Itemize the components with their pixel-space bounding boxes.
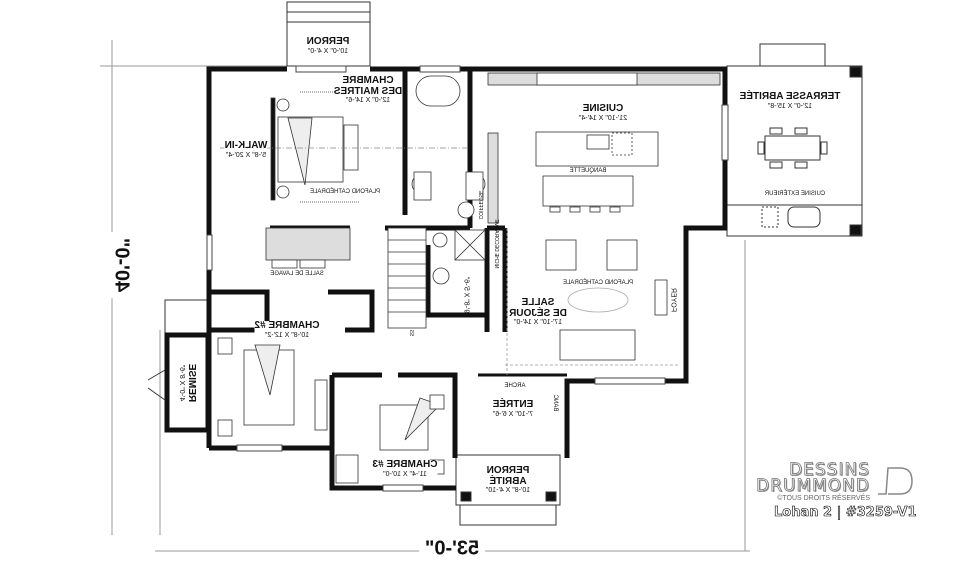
logo-line1: DESSINS [789,460,870,480]
terrasse [726,43,863,237]
room-dims: 17'-10" X 14'-0" [513,318,563,326]
room-name: REMISE [185,363,197,403]
label-bathroom-dims: 9'-8" X 5'-6" [462,276,470,314]
room-name: ENTRÉE [492,399,534,411]
room-dims: 10'-8" X 12'-2" [264,331,310,339]
room-dims: 5'-8" X 20'-4" [225,151,267,159]
note-banquette: BANQUETTE [569,167,607,175]
logo-d-mark-icon [878,467,913,495]
room-dims: 11'-4" X 10'-0" [383,470,427,478]
room-name: WALK-IN [224,140,268,152]
room-name: ABRITÉ [489,475,527,487]
remise [147,299,211,433]
room-name: CHAMBRE #2 [254,320,320,332]
room-name: TERRASSE ABRITÉE [739,91,841,103]
room-name: DE SÉJOUR [509,307,567,319]
note-coiffeuse: COIFFEUSE [477,190,483,220]
note-plafond-sejour: PLAFOND CATHÉDRALE [563,279,633,287]
walls [206,66,728,491]
room-name: PERRON [486,464,530,476]
dimension-width: 53'-0" [418,537,486,561]
note-banc: BANC [552,394,558,412]
room-name: SALLE [521,296,555,308]
room-name: CHAMBRE #3 [372,459,438,471]
note-stair: SS [408,329,414,337]
logo-line2: DRUMMOND [756,476,870,496]
note-arche: ARCHE [504,382,526,389]
perron [286,1,371,67]
plan-name: Lohan 2 | #3259-V1 [774,505,917,521]
room-dims: 7'-10" X 6'-6" [492,410,534,418]
note-plafond-master: PLAFOND CATHÉDRALE [310,188,380,196]
room-dims: 4'-0" X 8'-6" [178,364,186,402]
room-name: CHAMBRE [342,74,394,86]
room-dims: 12'-0" X 14'-6" [345,96,391,104]
note-niche: NICHE DÉCORATIVE [493,219,499,269]
room-name: CUISINE [582,103,624,115]
copyright: ©TOUS DROITS RÉSERVÉS [777,495,870,502]
stairs [387,227,427,329]
note-cuisine-exterieur: CUISINE EXTÉRIEUR [764,190,826,197]
dining-table [764,135,821,161]
room-dims: 12'-0" X 15'-8" [767,102,813,110]
windows [206,65,729,492]
room-dims: 21'-10" X 14'-4" [578,114,628,122]
furniture [217,72,721,484]
note-foyer: FOYER [669,287,677,313]
room-name: DES MAITRES [333,85,403,97]
room-dims: 10'-8" X 4'-10" [485,486,531,494]
room-dims: 10'-0" X 4'-0" [307,47,349,55]
dimension-depth: 40'-0" [109,231,133,299]
note-salle-lavage: SALLE DE LAVAGE [270,270,324,277]
room-name: PERRON [306,36,350,48]
brand-logo: DESSINS DRUMMOND ©TOUS DROITS RÉSERVÉS L… [752,460,922,521]
perron-abrite [455,454,561,526]
